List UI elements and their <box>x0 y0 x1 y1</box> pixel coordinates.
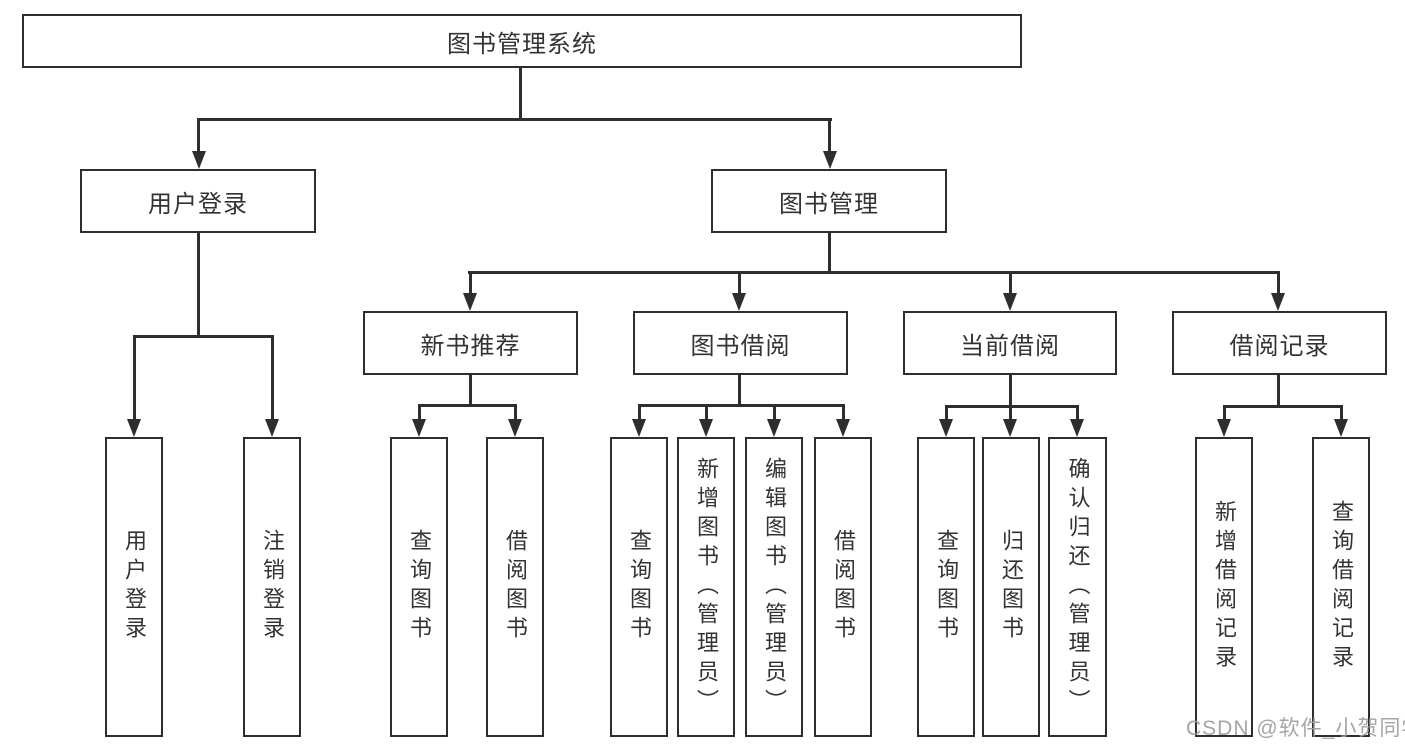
leaf-label: 新增借阅记录 <box>1212 500 1237 674</box>
connector-leaf-drop <box>1008 405 1012 419</box>
leaf-label: 查询图书 <box>934 529 959 645</box>
connector-book-mgmt-drop <box>828 118 831 152</box>
node-root: 图书管理系统 <box>22 14 1022 68</box>
leaf-label: 查询图书 <box>627 529 652 645</box>
leaf-borrow-books-newbook: 借阅图书 <box>486 437 544 737</box>
arrowhead <box>732 293 746 311</box>
connector-new-book-drop <box>468 271 472 294</box>
connector-level2-bar <box>197 118 832 121</box>
connector-leaf-drop <box>513 404 517 419</box>
node-book-mgmt-label: 图书管理 <box>779 190 879 218</box>
arrowhead <box>836 419 850 437</box>
connector-book-mgmt-stem <box>827 233 831 273</box>
arrowhead <box>191 151 206 169</box>
leaf-label: 用户登录 <box>122 529 147 645</box>
leaf-label: 新增图书（管理员） <box>694 456 719 718</box>
node-current-borrow-label: 当前借阅 <box>960 332 1060 360</box>
leaf-label: 注销登录 <box>260 529 285 645</box>
arrowhead <box>508 419 522 437</box>
connector-borrow-record-drop <box>1276 271 1280 294</box>
connector-leaf-drop <box>1222 405 1226 419</box>
connector-user-login-drop <box>197 118 200 152</box>
node-book-borrow-label: 图书借阅 <box>690 332 791 360</box>
connector-book-borrow-bar <box>637 404 845 407</box>
arrowhead <box>699 419 713 437</box>
arrowhead <box>767 419 781 437</box>
leaf-logout: 注销登录 <box>243 437 301 737</box>
connector-new-book-stem <box>468 375 472 406</box>
watermark: CSDN @软件_小贺同学 <box>1186 717 1405 740</box>
leaf-add-books-admin: 新增图书（管理员） <box>677 437 735 737</box>
arrowhead <box>463 293 477 311</box>
arrowhead <box>1217 419 1231 437</box>
leaf-query-books-current: 查询图书 <box>917 437 975 737</box>
connector-borrow-record-stem <box>1276 375 1280 407</box>
leaf-confirm-return-admin: 确认归还（管理员） <box>1048 437 1107 737</box>
connector-leaf-drop <box>1339 405 1343 419</box>
node-user-login-label: 用户登录 <box>148 190 248 218</box>
connector-borrow-record-bar <box>1222 405 1343 408</box>
connector-book-borrow-drop <box>737 271 741 294</box>
node-book-mgmt: 图书管理 <box>711 169 947 233</box>
connector-leaf-drop <box>417 404 421 419</box>
connector-user-login-stem <box>196 233 200 337</box>
connector-leaf-drop <box>944 405 948 419</box>
leaf-label: 查询借阅记录 <box>1329 500 1354 674</box>
node-book-borrow: 图书借阅 <box>633 311 848 375</box>
leaf-query-borrow-record: 查询借阅记录 <box>1312 437 1370 737</box>
node-new-book-rec: 新书推荐 <box>363 311 578 375</box>
connector-leaf-drop <box>637 404 641 419</box>
connector-new-book-bar <box>417 404 517 407</box>
leaf-label: 借阅图书 <box>831 529 856 645</box>
connector-root-stem <box>519 66 522 120</box>
connector-leaf-drop <box>1075 405 1079 419</box>
connector-level3-bar <box>468 271 1280 274</box>
leaf-query-books-borrow: 查询图书 <box>610 437 668 737</box>
connector-leaf-drop <box>132 335 136 419</box>
leaf-label: 查询图书 <box>407 529 432 645</box>
connector-leaf-drop <box>704 404 708 419</box>
node-current-borrow: 当前借阅 <box>903 311 1117 375</box>
node-borrow-record-label: 借阅记录 <box>1229 332 1330 360</box>
arrowhead <box>1003 419 1017 437</box>
arrowhead <box>1003 293 1017 311</box>
node-borrow-record: 借阅记录 <box>1172 311 1387 375</box>
connector-current-borrow-stem <box>1008 375 1012 407</box>
leaf-label: 归还图书 <box>999 529 1024 645</box>
arrowhead <box>412 419 426 437</box>
arrowhead <box>1334 419 1348 437</box>
arrowhead <box>1070 419 1084 437</box>
leaf-borrow-books: 借阅图书 <box>814 437 872 737</box>
leaf-return-books: 归还图书 <box>982 437 1040 737</box>
arrowhead <box>1271 293 1285 311</box>
leaf-query-books-newbook: 查询图书 <box>390 437 448 737</box>
connector-leaf-drop <box>841 404 845 419</box>
arrowhead <box>632 419 646 437</box>
arrowhead <box>127 419 141 437</box>
connector-leaf-drop <box>772 404 776 419</box>
connector-current-borrow-drop <box>1008 271 1012 294</box>
leaf-edit-books-admin: 编辑图书（管理员） <box>745 437 803 737</box>
leaf-add-borrow-record: 新增借阅记录 <box>1195 437 1253 737</box>
node-root-label: 图书管理系统 <box>447 30 597 58</box>
arrowhead <box>265 419 279 437</box>
arrowhead <box>939 419 953 437</box>
connector-user-login-bar <box>133 335 273 338</box>
leaf-label: 确认归还（管理员） <box>1065 456 1091 718</box>
leaf-label: 借阅图书 <box>503 529 528 645</box>
node-new-book-rec-label: 新书推荐 <box>420 332 521 360</box>
leaf-label: 编辑图书（管理员） <box>762 456 787 718</box>
leaf-user-login: 用户登录 <box>105 437 163 737</box>
node-user-login: 用户登录 <box>80 169 316 233</box>
connector-book-borrow-stem <box>737 375 741 406</box>
arrowhead <box>822 151 837 169</box>
connector-leaf-drop <box>270 335 274 419</box>
